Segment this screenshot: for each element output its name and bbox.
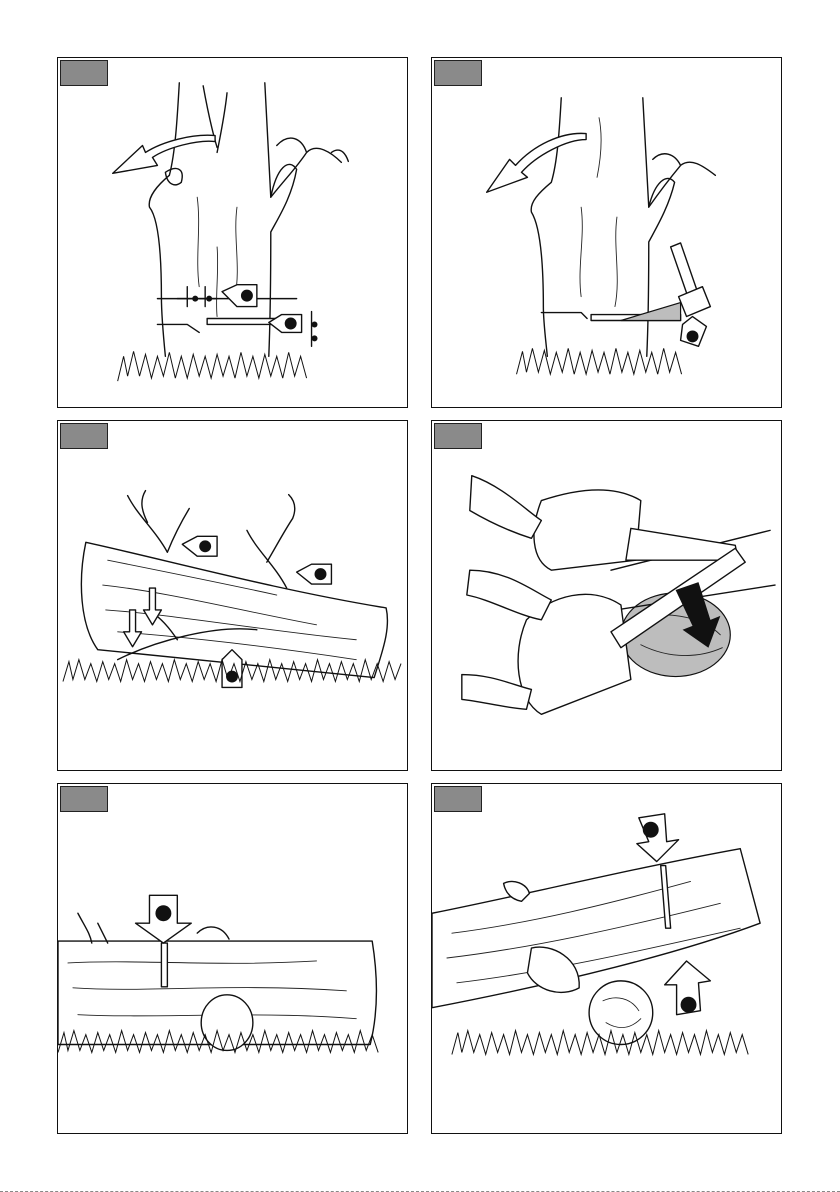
- tree-wedge-illustration: [432, 58, 781, 407]
- panel-limbing-log: [57, 420, 408, 771]
- bucking-supported-illustration: [432, 784, 781, 1133]
- chainsaw-icon: [534, 490, 641, 570]
- fall-direction-arrow-icon: [113, 135, 215, 173]
- glove-hand-icon: [470, 476, 542, 539]
- panel-felling-wedge: [431, 57, 782, 408]
- glove-hand-icon: [467, 570, 552, 620]
- panel-bucking-supported: [431, 783, 782, 1134]
- top-cut-arrow-icon: [637, 814, 679, 862]
- panel-felling-notch: [57, 57, 408, 408]
- chainsaw-illustration: [432, 421, 781, 770]
- tree-notch-illustration: [58, 58, 407, 407]
- panel-chainsaw-cutting: [431, 420, 782, 771]
- limbing-illustration: [58, 421, 407, 770]
- branch-icon: [128, 491, 190, 553]
- bucking-ground-illustration: [58, 784, 407, 1133]
- log-icon: [432, 849, 760, 1008]
- panel-bucking-on-ground: [57, 783, 408, 1134]
- callout-marker-icon: [155, 905, 171, 921]
- fall-direction-arrow-icon: [487, 133, 586, 192]
- callout-marker-icon: [681, 997, 697, 1013]
- branch-icon: [247, 495, 295, 588]
- callout-marker-icon: [643, 822, 659, 838]
- grass-icon: [118, 351, 307, 381]
- wedge-icon: [621, 303, 681, 321]
